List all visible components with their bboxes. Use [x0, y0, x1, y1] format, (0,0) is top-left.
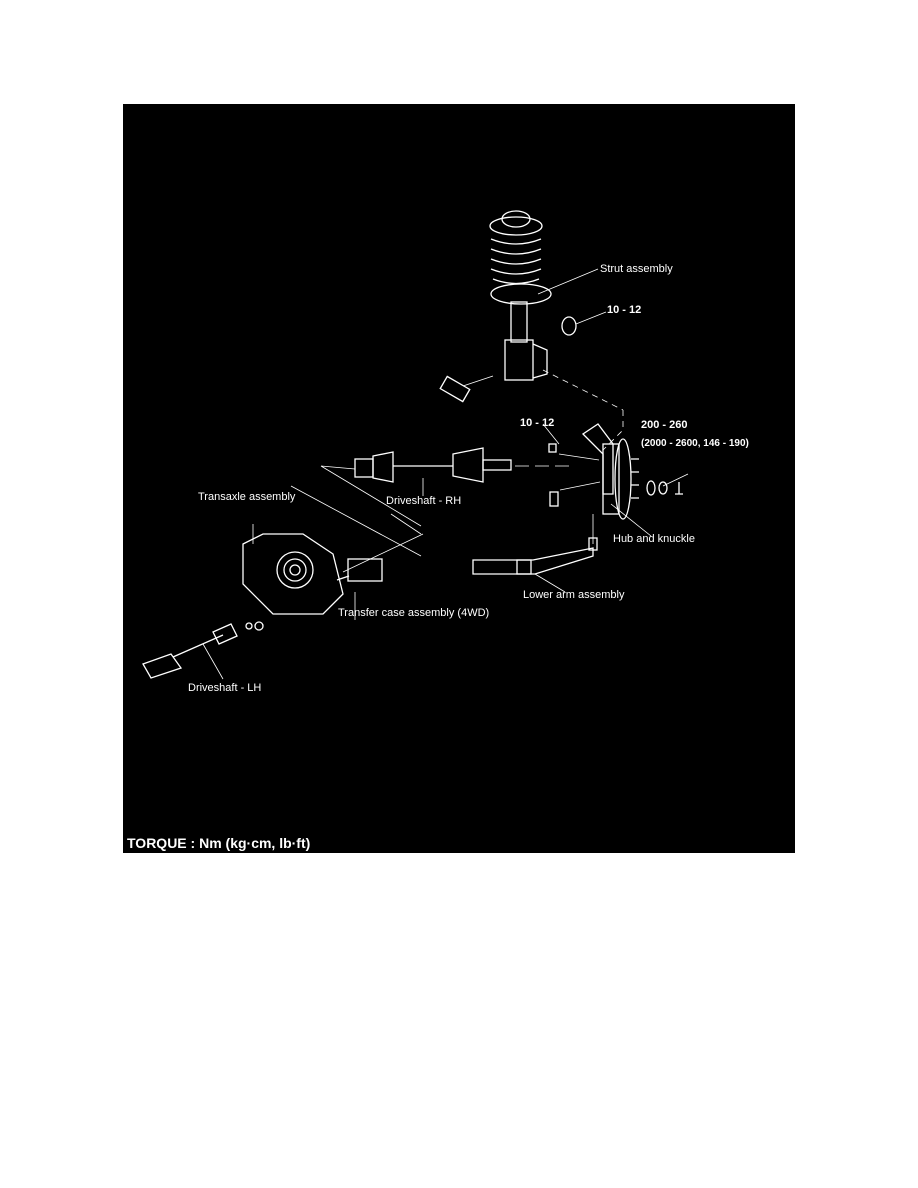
torque-units-caption: TORQUE : Nm (kg·cm, lb·ft) — [127, 835, 311, 851]
label-driveshaft-lh: Driveshaft - LH — [188, 682, 262, 694]
strut-assembly-drawing — [439, 210, 577, 403]
driveshaft-lh-drawing — [142, 621, 264, 680]
label-transaxle-assembly: Transaxle assembly — [198, 491, 296, 503]
label-hub-and-knuckle: Hub and knuckle — [613, 533, 695, 545]
label-lower-arm-assembly: Lower arm assembly — [523, 589, 625, 601]
suspension-exploded-diagram: Strut assembly 10 - 12 10 - 12 200 - 260… — [123, 104, 795, 853]
label-driveshaft-rh: Driveshaft - RH — [386, 495, 462, 507]
lower-arm-drawing — [472, 537, 598, 593]
label-transfer-case-assembly: Transfer case assembly (4WD) — [338, 607, 490, 619]
label-strut-assembly: Strut assembly — [600, 263, 673, 275]
label-torque-knuckle-bolt: 10 - 12 — [520, 417, 555, 429]
hub-and-knuckle-drawing — [548, 423, 683, 520]
label-torque-hub-nut-alt: (2000 - 2600, 146 - 190) — [641, 438, 749, 449]
diagram-drawing — [142, 210, 689, 680]
driveshaft-rh-drawing — [354, 447, 575, 496]
label-torque-hub-nut: 200 - 260 — [641, 419, 688, 431]
label-torque-strut: 10 - 12 — [607, 304, 642, 316]
transaxle-drawing — [242, 524, 383, 620]
